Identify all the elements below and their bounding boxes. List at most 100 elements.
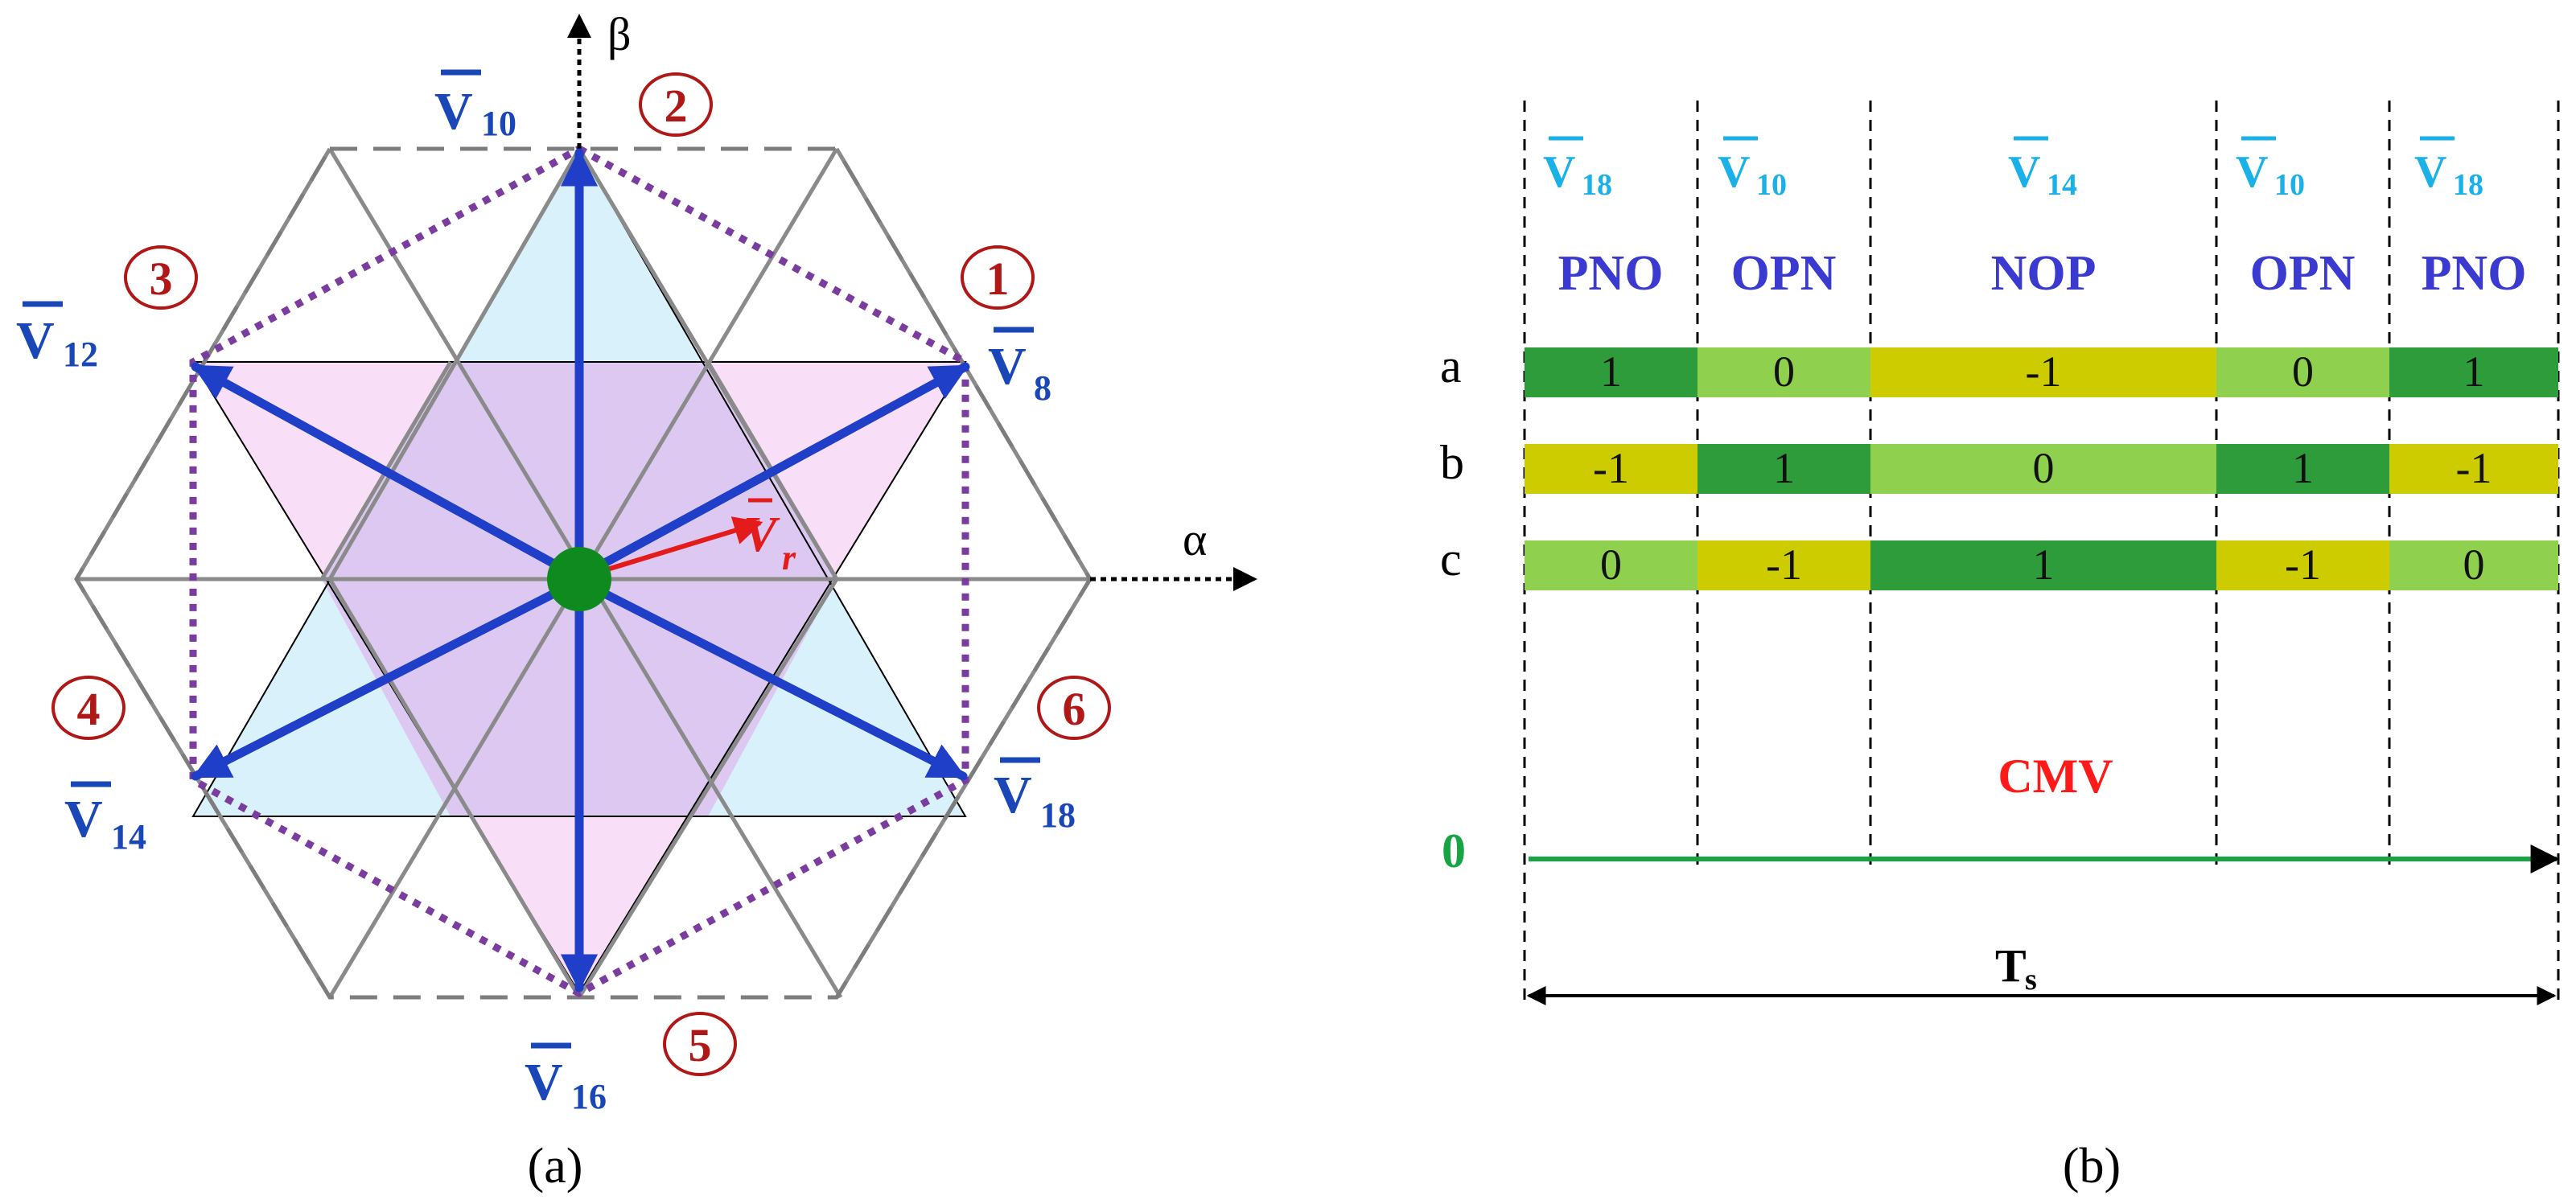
column-5-state: PNO bbox=[2422, 246, 2527, 301]
column-2-vector: V 10 bbox=[1718, 136, 1787, 202]
phase-c-level-3: 1 bbox=[2033, 540, 2055, 589]
phase-c-segment-4 bbox=[2216, 540, 2389, 590]
phase-c-level-2: -1 bbox=[1766, 540, 1802, 589]
beta-label: β bbox=[607, 8, 632, 60]
column-vector-headers: V 18 V 10 V 14 V 10 V 18 bbox=[1543, 136, 2483, 202]
svg-text:V: V bbox=[1543, 147, 1575, 197]
phase-a-label: a bbox=[1440, 339, 1462, 392]
column-1-vector: V 18 bbox=[1543, 136, 1612, 202]
phase-b-segment-1 bbox=[1525, 444, 1697, 494]
phase-c-segment-3 bbox=[1870, 540, 2216, 590]
vector-v18-arrow bbox=[578, 577, 968, 781]
switching-sequence-diagram: V 18 V 10 V 14 V 10 V 18 bbox=[1440, 101, 2560, 1194]
column-5-vector: V 18 bbox=[2414, 136, 2483, 202]
column-state-labels: PNO OPN NOP OPN PNO bbox=[1558, 246, 2527, 301]
alpha-label: α bbox=[1183, 513, 1207, 565]
phase-b-level-4: 1 bbox=[2292, 444, 2314, 492]
vector-label-v16: V 16 bbox=[525, 1042, 607, 1116]
phase-c-level-5: 0 bbox=[2463, 540, 2485, 589]
vector-label-v16-subscript: 16 bbox=[571, 1077, 607, 1116]
svg-text:10: 10 bbox=[1756, 168, 1787, 202]
origin-dot bbox=[547, 547, 611, 611]
column-4-state: OPN bbox=[2250, 246, 2356, 301]
vector-label-v18: V 18 bbox=[994, 757, 1076, 835]
phase-c-segment-5 bbox=[2389, 540, 2558, 590]
column-3-state: NOP bbox=[1991, 246, 2097, 301]
vector-label-v12: V 12 bbox=[16, 301, 98, 374]
phase-b-level-2: 1 bbox=[1773, 444, 1795, 492]
vector-v14-arrow bbox=[191, 577, 581, 781]
vector-label-v12-subscript: 12 bbox=[63, 335, 98, 374]
phase-b-level-5: -1 bbox=[2456, 444, 2492, 492]
phase-c-segment-1 bbox=[1525, 540, 1697, 590]
sector-4-label: 4 bbox=[77, 683, 101, 735]
sector-numbers: 1 2 3 4 5 6 bbox=[77, 80, 1086, 1071]
phase-a-level-3: -1 bbox=[2026, 347, 2062, 396]
vector-label-v10-subscript: 10 bbox=[481, 104, 516, 143]
period-label: T s bbox=[1995, 939, 2037, 997]
vector-label-v14: V 14 bbox=[64, 781, 146, 857]
sector-1-label: 1 bbox=[986, 253, 1010, 305]
phase-a-level-5: 1 bbox=[2463, 347, 2485, 396]
phase-b-segment-5 bbox=[2389, 444, 2558, 494]
vector-label-v18-subscript: 18 bbox=[1040, 795, 1076, 835]
voltage-vectors bbox=[191, 148, 970, 992]
sector-2-label: 2 bbox=[665, 80, 688, 132]
phase-b-level-1: -1 bbox=[1593, 444, 1629, 492]
vector-label-v18-symbol: V bbox=[994, 766, 1032, 824]
cmv-label: CMV bbox=[1998, 750, 2113, 803]
vector-label-v14-subscript: 14 bbox=[111, 817, 146, 857]
phase-a-segment-5 bbox=[2389, 347, 2558, 397]
svg-text:V: V bbox=[2008, 147, 2040, 197]
phase-a-segment-3 bbox=[1870, 347, 2216, 397]
outer-dashed-hexagon bbox=[74, 146, 1093, 1000]
phase-b-label: b bbox=[1440, 436, 1464, 489]
sector-3-label: 3 bbox=[150, 253, 173, 305]
phase-b-segment-3 bbox=[1870, 444, 2216, 494]
space-vector-diagram: α β V r V 10 V 12 bbox=[16, 8, 1257, 1194]
panel-a-caption: (a) bbox=[528, 1139, 583, 1194]
phase-b-segment-4 bbox=[2216, 444, 2389, 494]
svg-text:V: V bbox=[2414, 147, 2446, 197]
phase-b-segment-2 bbox=[1697, 444, 1870, 494]
vector-label-v14-symbol: V bbox=[64, 790, 103, 849]
vector-v12-arrow bbox=[191, 362, 581, 581]
purple-dotted-hexagon bbox=[189, 144, 969, 998]
svg-text:V: V bbox=[1718, 147, 1750, 197]
svg-text:18: 18 bbox=[1582, 168, 1612, 202]
svg-text:10: 10 bbox=[2274, 168, 2305, 202]
svg-text:s: s bbox=[2025, 963, 2037, 997]
svg-text:14: 14 bbox=[2047, 168, 2077, 202]
cmv-zero-label: 0 bbox=[1442, 824, 1466, 877]
vector-label-v10-symbol: V bbox=[434, 82, 473, 141]
vector-label-v10: V 10 bbox=[434, 69, 516, 143]
svg-text:V: V bbox=[2236, 147, 2268, 197]
reference-vector-symbol: V bbox=[743, 508, 780, 562]
reference-vector-arrow bbox=[580, 516, 763, 580]
phase-a-segment-4 bbox=[2216, 347, 2389, 397]
column-2-state: OPN bbox=[1731, 246, 1837, 301]
phase-a-level-4: 0 bbox=[2292, 347, 2314, 396]
svg-text:18: 18 bbox=[2453, 168, 2483, 202]
phase-a-level-2: 0 bbox=[1773, 347, 1795, 396]
phase-c-level-1: 0 bbox=[1600, 540, 1622, 589]
panel-b-caption: (b) bbox=[2063, 1139, 2121, 1194]
vector-v8-arrow bbox=[576, 362, 970, 581]
svg-text:T: T bbox=[1995, 939, 2027, 992]
sector-5-label: 5 bbox=[689, 1019, 712, 1071]
column-1-state: PNO bbox=[1558, 246, 1664, 301]
vector-label-v12-symbol: V bbox=[16, 311, 55, 370]
phase-c-segment-2 bbox=[1697, 540, 1870, 590]
sector-markers bbox=[51, 72, 1111, 1076]
column-3-vector: V 14 bbox=[2008, 136, 2077, 202]
phase-labels: a b c bbox=[1440, 339, 1464, 586]
vector-label-v16-symbol: V bbox=[525, 1053, 563, 1112]
phase-c-level-4: -1 bbox=[2285, 540, 2321, 589]
phase-c-label: c bbox=[1440, 532, 1462, 586]
vector-label-v8: V 8 bbox=[988, 327, 1051, 408]
sector-6-label: 6 bbox=[1063, 683, 1086, 735]
phase-b-level-3: 0 bbox=[2033, 444, 2055, 492]
column-4-vector: V 10 bbox=[2236, 136, 2305, 202]
